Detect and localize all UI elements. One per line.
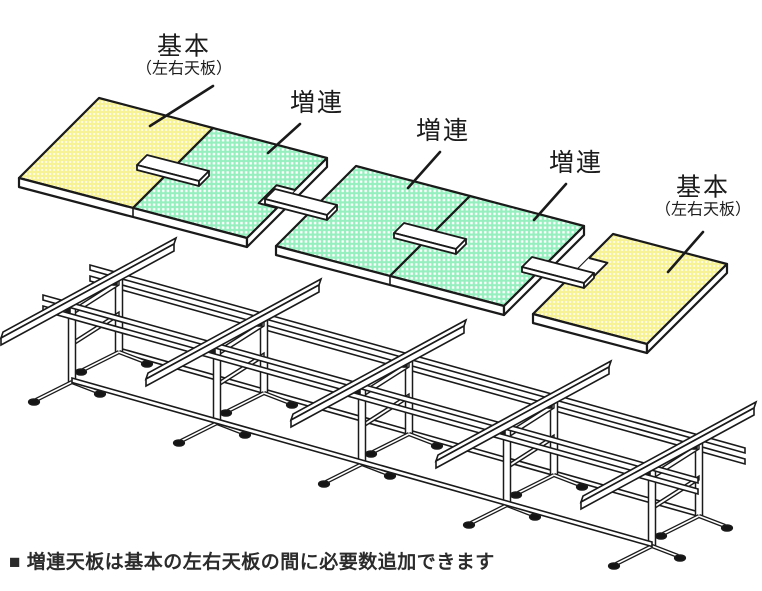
label-extension-1: 増連 (289, 88, 345, 117)
label-title: 増連 (548, 148, 604, 177)
caption-note: ■ 増連天板は基本の左右天板の間に必要数追加できます (9, 552, 495, 573)
label-base-right: 基本 （左右天板） (655, 174, 751, 219)
table-frame (0, 237, 757, 569)
front-stretcher (71, 376, 653, 548)
leader-lines (148, 84, 705, 274)
leader-extension-2 (406, 150, 442, 190)
tabletop-panels (17, 96, 729, 355)
joint-plates (136, 154, 595, 289)
leader-base-left (148, 84, 215, 128)
label-subtitle: （左右天板） (135, 60, 233, 78)
label-title: 基本 (675, 173, 731, 202)
leader-extension-3 (532, 182, 568, 222)
leader-extension-1 (266, 122, 302, 155)
label-title: 基本 (156, 32, 212, 61)
label-title: 増連 (289, 88, 345, 117)
joint-plate (264, 188, 338, 221)
leader-base-right (666, 230, 705, 274)
label-extension-3: 増連 (548, 148, 604, 177)
panel-side-face (645, 262, 729, 355)
label-title: 増連 (415, 116, 471, 145)
joint-plate (521, 256, 595, 289)
label-extension-2: 増連 (415, 116, 471, 145)
joint-plate (136, 154, 210, 187)
label-subtitle: （左右天板） (654, 201, 752, 219)
label-base-left: 基本 （左右天板） (136, 33, 232, 78)
joint-plate (393, 222, 467, 255)
